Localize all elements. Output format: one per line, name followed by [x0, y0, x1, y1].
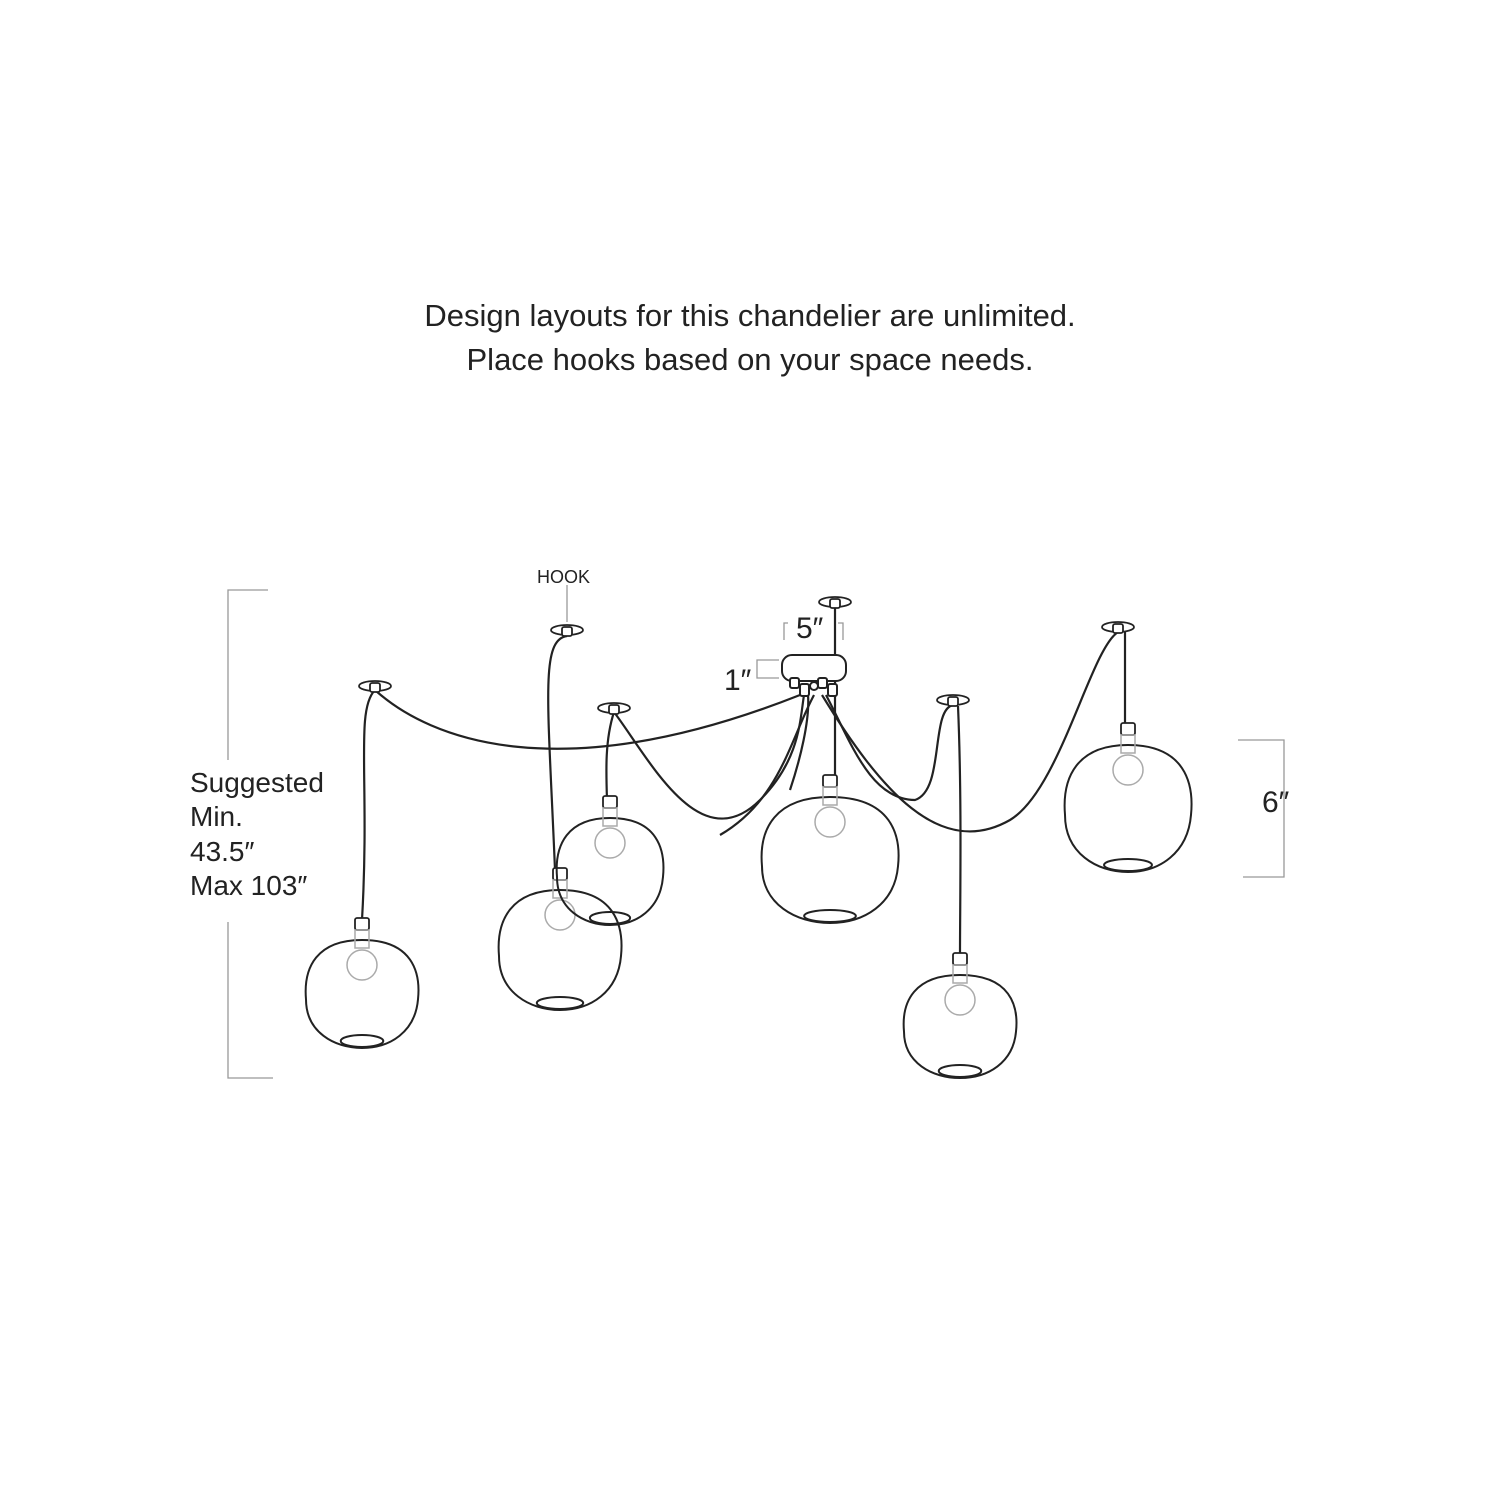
pendant-globe [497, 867, 623, 1012]
hooks [358, 596, 1135, 715]
pendant-globe [1063, 722, 1193, 874]
ceiling-hook-icon [936, 694, 970, 707]
pendant-globe [304, 917, 420, 1050]
bulb-icon [594, 827, 626, 859]
socket-cap [552, 867, 568, 881]
ceiling-hook-icon [358, 680, 392, 693]
socket-cap [822, 774, 838, 788]
socket [952, 964, 968, 984]
globe-opening [535, 996, 585, 1010]
bulb-icon [346, 949, 378, 981]
cords [360, 608, 1127, 956]
globe-opening [339, 1034, 385, 1048]
description-line-2: Place hooks based on your space needs. [466, 342, 1034, 377]
socket-cap [952, 952, 968, 966]
drop-line-2: Min. [190, 801, 243, 832]
canopy-height-label: 1″ [724, 664, 752, 697]
drop-line-4: Max 103″ [190, 870, 308, 901]
ceiling-hook-icon [597, 702, 631, 715]
canopy-width-label: 5″ [796, 612, 824, 645]
ceiling-hook-icon [1101, 621, 1135, 634]
socket-cap [602, 795, 618, 809]
globe-height-label: 6″ [1262, 786, 1290, 819]
ceiling-hook-icon [550, 624, 584, 637]
pendant-globe [902, 952, 1018, 1080]
bulb-icon [544, 899, 576, 931]
socket [602, 807, 618, 827]
pendants [304, 722, 1193, 1080]
globe-opening [803, 909, 857, 923]
pendant-globe [760, 774, 900, 925]
socket [552, 879, 568, 899]
bulb-icon [1112, 754, 1144, 786]
pendant-globe [555, 795, 665, 927]
drop-line-1: Suggested [190, 767, 324, 798]
socket-cap [1120, 722, 1136, 736]
bulb-icon [814, 806, 846, 838]
bulb-icon [944, 984, 976, 1016]
globe-opening [1103, 858, 1153, 872]
socket [822, 786, 838, 806]
socket [354, 929, 370, 949]
hook-label: HOOK [537, 567, 591, 587]
globe-opening [588, 911, 632, 925]
ceiling-hook-icon [818, 596, 852, 609]
drop-line-3: 43.5″ [190, 836, 255, 867]
dimension-lines [227, 585, 1285, 1079]
socket-cap [354, 917, 370, 931]
globe-opening [937, 1064, 983, 1078]
canopy [781, 654, 847, 697]
socket [1120, 734, 1136, 754]
description-line-1: Design layouts for this chandelier are u… [424, 298, 1076, 333]
